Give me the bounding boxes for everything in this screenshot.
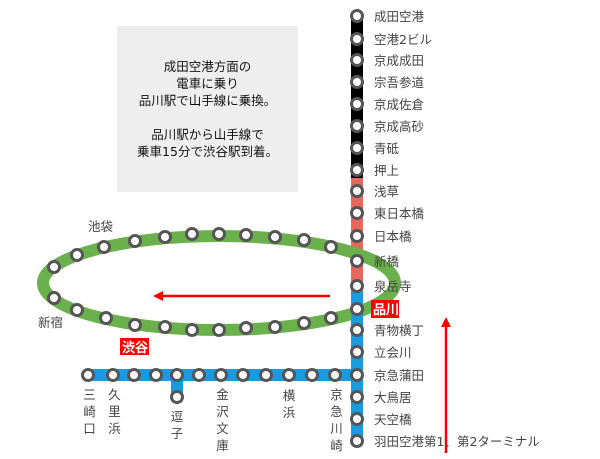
station-marker (236, 368, 250, 382)
station-label-yokohama: 横浜 (283, 388, 296, 420)
station-marker (81, 368, 95, 382)
station-marker (350, 53, 364, 67)
note-line: 電車に乗り (176, 76, 239, 91)
station-marker (350, 75, 364, 89)
note-line: 品川駅で山手線に乗換。 (138, 93, 277, 108)
station-label: 浅草 (374, 184, 399, 199)
station-marker (106, 368, 120, 382)
station-marker (324, 311, 338, 325)
note-line: 成田空港方面の (163, 59, 252, 74)
station-marker (99, 311, 113, 325)
station-marker (128, 234, 142, 248)
station-marker (350, 141, 364, 155)
station-marker (328, 368, 342, 382)
station-label: 泉岳寺 (374, 279, 412, 294)
station-marker (268, 230, 282, 244)
station-marker (185, 323, 199, 337)
station-marker (70, 248, 84, 262)
station-marker (149, 368, 163, 382)
station-marker (350, 368, 364, 382)
station-label-keikyukawasaki: 京急川崎 (328, 388, 343, 456)
station-marker (350, 163, 364, 177)
station-marker (214, 368, 228, 382)
station-marker (282, 368, 296, 382)
station-label: 京成高砂 (374, 119, 424, 134)
station-label-kanazawabunko: 金沢文庫 (214, 388, 229, 456)
station-marker (350, 434, 364, 448)
station-marker (47, 260, 61, 274)
station-marker (259, 368, 273, 382)
station-marker (305, 368, 319, 382)
station-marker (350, 97, 364, 111)
station-marker (297, 233, 311, 247)
station-marker (212, 323, 226, 337)
station-label-misakiguchi: 三崎口 (81, 388, 96, 439)
station-label: 京成佐倉 (374, 97, 425, 112)
station-label-shibuya: 渋谷 (122, 340, 149, 356)
station-marker (350, 254, 364, 268)
station-label: 立会川 (374, 345, 412, 360)
station-marker (212, 227, 226, 241)
station-label: 新橋 (374, 254, 400, 269)
station-marker (70, 303, 84, 317)
station-marker (350, 390, 364, 404)
station-label: 青物横丁 (374, 323, 424, 338)
station-label-zushi: 逗子 (171, 409, 184, 441)
station-label-kurihama: 久里浜 (106, 388, 121, 439)
station-marker (350, 345, 364, 359)
station-marker (170, 390, 184, 404)
note-line: 品川駅から山手線で (151, 127, 264, 142)
station-label: 羽田空港第1、第2ターミナル (374, 434, 540, 449)
station-marker (97, 240, 111, 254)
yamanote-line (37, 230, 401, 336)
instruction-note: 成田空港方面の 電車に乗り 品川駅で山手線に乗換。 品川駅から山手線で 乗車15… (117, 26, 298, 192)
station-label: 空港2ビル (374, 32, 432, 47)
station-marker (47, 291, 61, 305)
station-marker (297, 316, 311, 330)
station-label: 青砥 (374, 141, 400, 156)
station-marker (324, 240, 338, 254)
station-marker (239, 228, 253, 242)
station-label: 押上 (374, 163, 399, 178)
station-label: 京成成田 (374, 53, 424, 68)
station-marker (158, 320, 172, 334)
highlight-box (120, 338, 149, 355)
station-marker (350, 119, 364, 133)
note-line: 乗車15分で渋谷駅到着。 (137, 144, 278, 159)
station-label-ikebukuro: 池袋 (88, 219, 114, 234)
station-marker (350, 184, 364, 198)
station-marker (239, 321, 253, 335)
station-marker (350, 302, 364, 316)
station-marker (185, 227, 199, 241)
station-marker (350, 9, 364, 23)
station-label: 成田空港 (374, 9, 425, 24)
station-marker (350, 279, 364, 293)
station-marker (350, 32, 364, 46)
station-marker (158, 230, 172, 244)
station-label: 東日本橋 (374, 206, 425, 221)
station-marker (128, 318, 142, 332)
station-label: 日本橋 (374, 229, 412, 244)
station-marker (350, 412, 364, 426)
highlight-box (371, 300, 399, 318)
station-marker (350, 229, 364, 243)
station-label: 天空橋 (374, 412, 412, 427)
station-label: 宗吾参道 (374, 75, 425, 90)
station-marker (268, 320, 282, 334)
station-marker (192, 368, 206, 382)
station-label-shinjuku: 新宿 (38, 315, 63, 330)
station-label-shinagawa: 品川 (373, 303, 399, 318)
station-label: 京急蒲田 (374, 368, 424, 383)
station-marker (350, 323, 364, 337)
station-label: 大鳥居 (374, 390, 412, 405)
station-marker (127, 368, 141, 382)
station-marker (170, 368, 184, 382)
station-marker (350, 206, 364, 220)
